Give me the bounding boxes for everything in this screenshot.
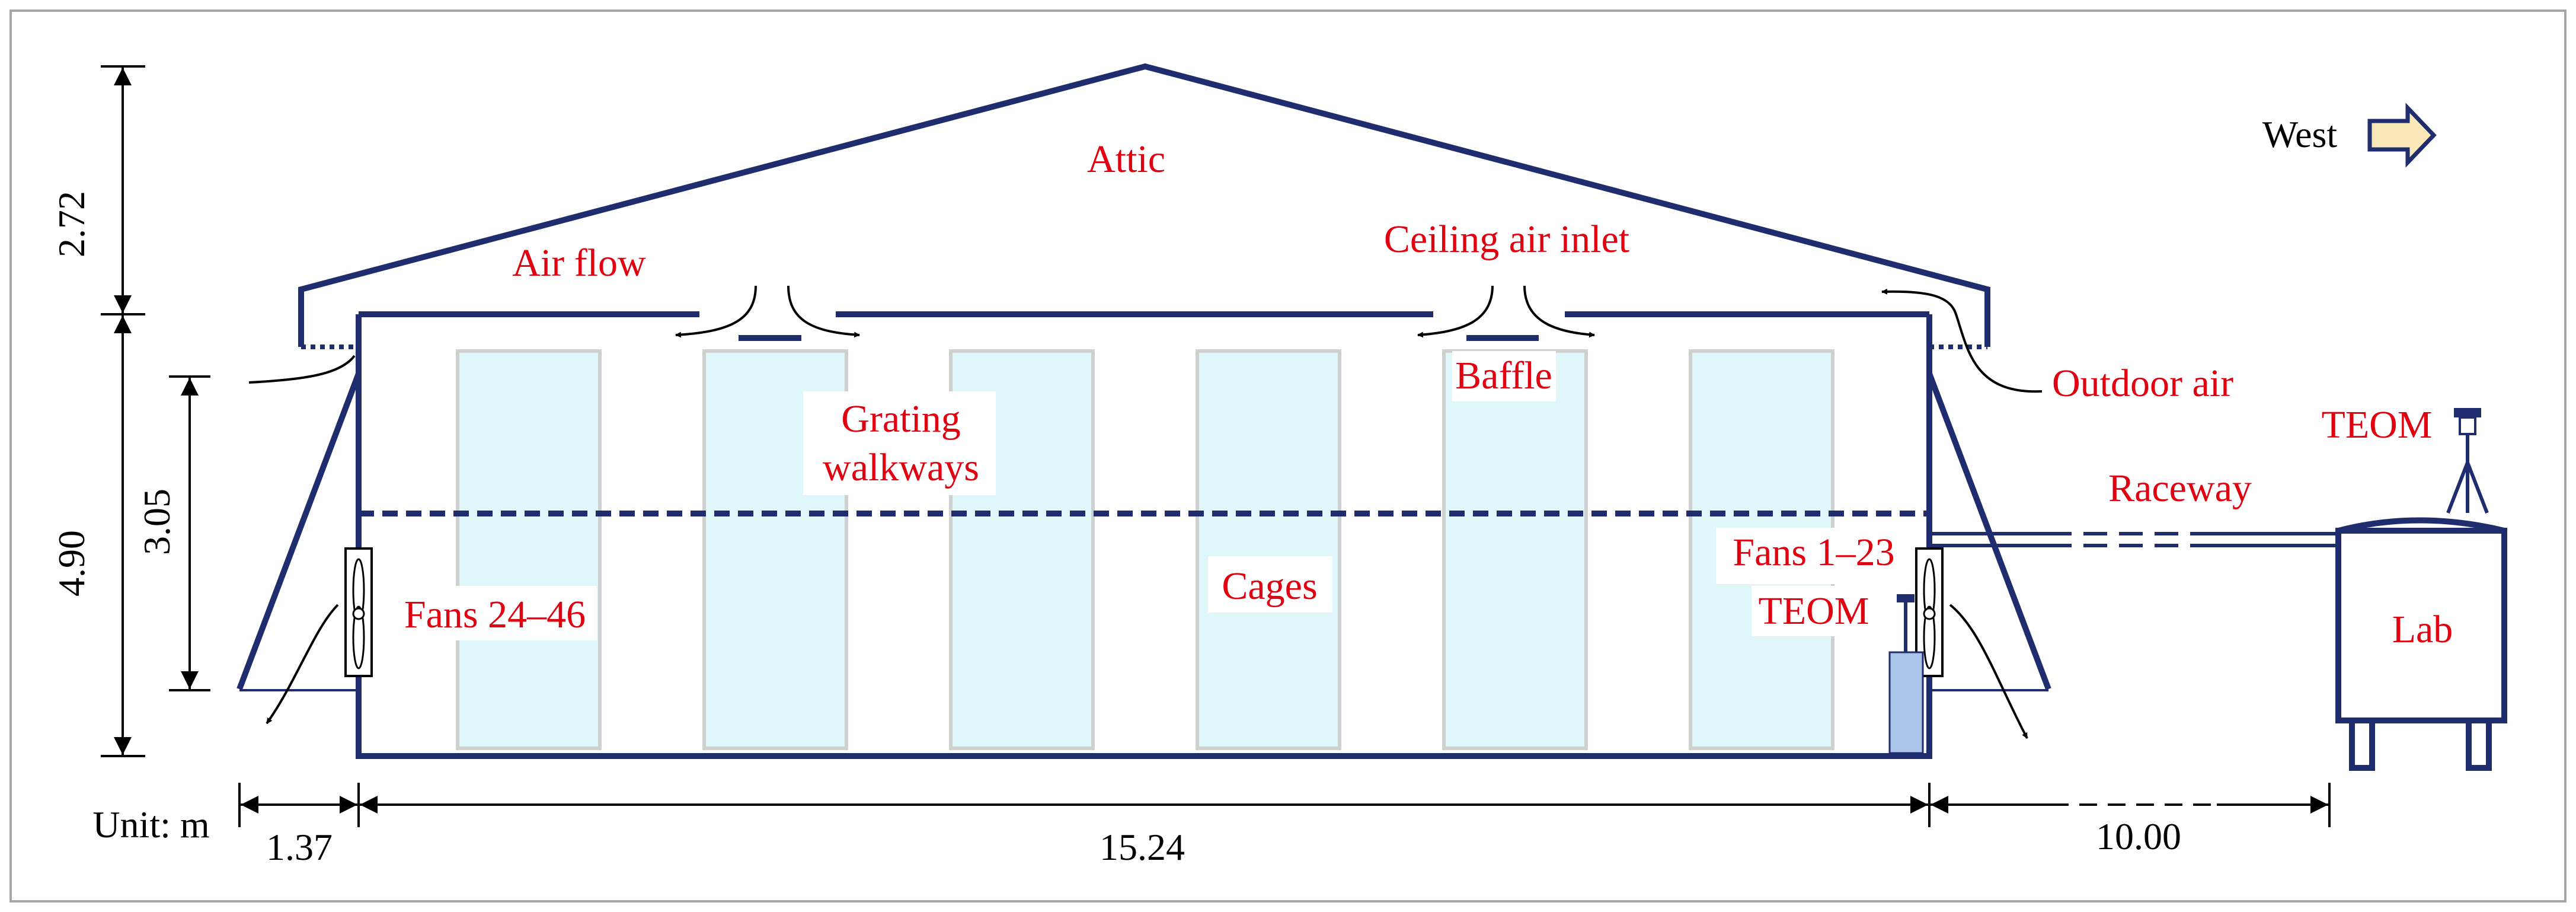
fan-exhaust-arrow-left <box>266 604 339 725</box>
cages-label-bg <box>1208 556 1332 613</box>
fans-left-label-bg <box>392 586 597 640</box>
dim-cage-height: 3.05 <box>136 489 178 555</box>
cage-column <box>1442 349 1588 750</box>
ceiling-air-inlet-label: Ceiling air inlet <box>1384 218 1629 261</box>
raceway <box>1929 532 2338 547</box>
west-arrow-icon <box>2367 103 2437 168</box>
lab-trailer <box>2335 408 2507 771</box>
left-eave-slope <box>236 372 362 690</box>
grating-label-line2: walkways <box>823 446 979 489</box>
unit-label: Unit: m <box>92 803 209 846</box>
outdoor-air-arrow-right <box>1881 288 2043 393</box>
inlet-arrow-4 <box>1523 285 1595 338</box>
outdoor-air-arrow-left <box>248 355 356 384</box>
inlet-arrow-3 <box>1417 285 1494 338</box>
outdoor-air-label: Outdoor air <box>2052 362 2233 405</box>
baffle-label-bg <box>1452 351 1556 401</box>
baffle-label: Baffle <box>1455 354 1552 397</box>
roof-outline <box>298 63 1990 347</box>
teom-inside-label: TEOM <box>1759 589 1869 633</box>
fans-right-label: Fans 1–23 <box>1733 531 1894 574</box>
grating-label-line1: Grating <box>841 397 961 441</box>
fans-right-label-bg <box>1716 528 1912 584</box>
dim-lab-distance: 10.00 <box>2096 815 2181 857</box>
airflow-arrows <box>248 285 2043 739</box>
dim-left-offset: 1.37 <box>266 826 333 868</box>
cage-column <box>456 349 602 750</box>
raceway-label: Raceway <box>2108 467 2252 510</box>
west-label: West <box>2262 113 2338 155</box>
right-eave-slope <box>1926 372 2051 690</box>
fans-left-label: Fans 24–46 <box>404 593 586 636</box>
fan-left <box>344 547 373 677</box>
grating-label-bg <box>803 391 996 495</box>
dim-wall-height: 4.90 <box>50 530 92 597</box>
dim-attic-height: 2.72 <box>50 191 92 257</box>
cage-rows <box>456 349 1834 750</box>
lab-label: Lab <box>2392 608 2453 651</box>
dim-house-width: 15.24 <box>1100 826 1185 868</box>
cage-column <box>1196 349 1341 750</box>
attic-label: Attic <box>1087 138 1165 181</box>
teom-inside-label-bg <box>1752 586 1883 636</box>
inlet-arrow-1 <box>675 285 757 338</box>
inlet-arrow-2 <box>787 285 860 338</box>
air-flow-label: Air flow <box>512 241 646 285</box>
fan-right <box>1915 547 1944 677</box>
teom-inside-instrument <box>1888 594 1924 754</box>
teom-lab-label: TEOM <box>2322 403 2433 447</box>
dimension-lines <box>101 65 2331 827</box>
cages-label: Cages <box>1222 565 1317 608</box>
fan-exhaust-arrow-right <box>1949 604 2028 739</box>
